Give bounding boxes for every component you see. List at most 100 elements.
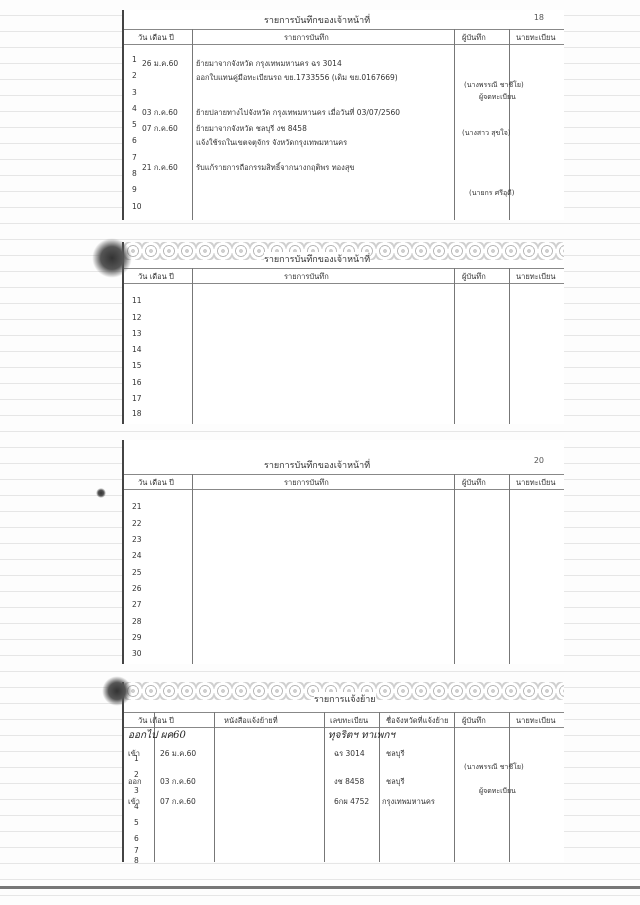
header-registrar: นายทะเบียน xyxy=(516,478,556,487)
header-record: รายการบันทึก xyxy=(284,478,329,487)
transfer-type: เข้า xyxy=(128,797,140,806)
row-number: 11 xyxy=(132,296,142,305)
entry-date: 26 ม.ค.60 xyxy=(142,59,179,68)
signature-name: (นางสาว สุขใจ) xyxy=(462,129,511,137)
column-divider xyxy=(509,712,510,862)
entry-text: ย้ายมาจากจังหวัด ชลบุรี งช 8458 xyxy=(196,124,307,133)
row-number: 23 xyxy=(132,535,142,544)
entry-text: รับแก้รายการถือกรรมสิทธิ์จากนางกฤติพร ทอ… xyxy=(196,163,355,172)
row-number: 16 xyxy=(132,378,142,387)
row-number: 6 xyxy=(132,136,137,145)
row-number: 9 xyxy=(132,185,137,194)
ink-smudge xyxy=(96,488,106,498)
table-header: วัน เดือน ปี รายการบันทึก ผู้บันทึก นายท… xyxy=(124,268,564,284)
header-registrar: นายทะเบียน xyxy=(516,716,556,725)
header-date: วัน เดือน ปี xyxy=(138,478,174,487)
header-record: รายการบันทึก xyxy=(284,272,329,281)
watermark-band xyxy=(124,242,564,260)
row-number: 12 xyxy=(132,313,142,322)
row-number: 28 xyxy=(132,617,142,626)
header-date: วัน เดือน ปี xyxy=(138,272,174,281)
header-recorder: ผู้บันทึก xyxy=(462,478,486,487)
ink-smudge xyxy=(102,676,132,706)
column-divider xyxy=(509,268,510,424)
transfer-type: ออก xyxy=(128,777,142,786)
transfer-plate: งช 8458 xyxy=(334,777,365,786)
signature-name: (นายกร ศรีอุดี) xyxy=(469,189,515,197)
row-number: 17 xyxy=(132,394,142,403)
header-recorder: ผู้บันทึก xyxy=(462,33,486,42)
column-divider xyxy=(454,474,455,664)
table-header: วัน เดือน ปี รายการบันทึก ผู้บันทึก นายท… xyxy=(124,29,564,45)
handwritten-note: ทุจริตฯ ทาเพกฯ xyxy=(328,730,395,741)
transfer-type: เข้า xyxy=(128,749,140,758)
row-number: 18 xyxy=(132,409,142,418)
row-number: 10 xyxy=(132,202,142,211)
header-recorder: ผู้บันทึก xyxy=(462,716,486,725)
signature-role: ผู้จดทะเบียน xyxy=(479,93,516,101)
column-divider xyxy=(509,29,510,220)
row-number: 8 xyxy=(132,169,137,178)
header-transfer-letter: หนังสือแจ้งย้ายที่ xyxy=(224,716,278,725)
column-divider xyxy=(192,268,193,424)
transfer-records-section: รายการแจ้งย้าย วัน เดือน ปี หนังสือแจ้งย… xyxy=(122,682,564,865)
row-number: 4 xyxy=(132,104,137,113)
row-number: 7 xyxy=(134,846,139,855)
page-number: 18 xyxy=(533,13,544,22)
entry-date: 03 ก.ค.60 xyxy=(142,108,178,117)
header-date: วัน เดือน ปี xyxy=(138,33,174,42)
officer-records-section-3: รายการบันทึกของเจ้าหน้าที่ 20 วัน เดือน … xyxy=(122,440,564,664)
page-bottom-rule xyxy=(0,886,640,889)
signature-role: ผู้จดทะเบียน xyxy=(479,787,516,795)
row-number: 6 xyxy=(134,834,139,843)
row-number: 4 xyxy=(134,802,139,811)
table-header: วัน เดือน ปี รายการบันทึก ผู้บันทึก นายท… xyxy=(124,474,564,490)
row-number: 22 xyxy=(132,519,142,528)
header-registrar: นายทะเบียน xyxy=(516,33,556,42)
watermark-band xyxy=(124,682,564,700)
row-number: 21 xyxy=(132,502,142,511)
row-number: 1 xyxy=(134,754,139,763)
section-title: รายการบันทึกของเจ้าหน้าที่ xyxy=(264,252,371,266)
entry-text: ออกใบแทนคู่มือทะเบียนรถ ขย.1733556 (เดิม… xyxy=(196,73,398,82)
column-divider xyxy=(192,29,193,220)
row-number: 25 xyxy=(132,568,142,577)
officer-records-section-2: รายการบันทึกของเจ้าหน้าที่ วัน เดือน ปี … xyxy=(122,242,564,424)
column-divider xyxy=(509,474,510,664)
row-number: 26 xyxy=(132,584,142,593)
entry-text: ย้ายมาจากจังหวัด กรุงเทพมหานคร ฉร 3014 xyxy=(196,59,342,68)
column-divider xyxy=(454,29,455,220)
column-divider xyxy=(324,712,325,862)
header-registrar: นายทะเบียน xyxy=(516,272,556,281)
row-number: 30 xyxy=(132,649,142,658)
handwritten-note: ออกไป ผค60 xyxy=(128,730,186,741)
transfer-date: 07 ก.ค.60 xyxy=(160,797,196,806)
transfer-date: 26 ม.ค.60 xyxy=(160,749,197,758)
signature-name: (นางพรรณี ชาชีโย) xyxy=(464,81,524,89)
row-number: 5 xyxy=(134,818,139,827)
row-number: 2 xyxy=(134,770,139,779)
transfer-province: ชลบุรี xyxy=(386,749,405,758)
row-number: 8 xyxy=(134,856,139,865)
row-number: 5 xyxy=(132,120,137,129)
row-number: 29 xyxy=(132,633,142,642)
row-number: 15 xyxy=(132,361,142,370)
entry-date: 21 ก.ค.60 xyxy=(142,163,178,172)
transfer-province: กรุงเทพมหานคร xyxy=(382,797,435,806)
section-title: รายการแจ้งย้าย xyxy=(314,692,376,706)
row-number: 24 xyxy=(132,551,142,560)
column-divider xyxy=(154,712,155,862)
ink-smudge xyxy=(92,238,132,278)
row-number: 27 xyxy=(132,600,142,609)
row-number: 13 xyxy=(132,329,142,338)
entry-date: 07 ก.ค.60 xyxy=(142,124,178,133)
column-divider xyxy=(454,268,455,424)
header-province: ชื่อจังหวัดที่แจ้งย้าย xyxy=(386,716,449,725)
column-divider xyxy=(214,712,215,862)
section-title: รายการบันทึกของเจ้าหน้าที่ xyxy=(264,16,371,26)
column-divider xyxy=(454,712,455,862)
header-date: วัน เดือน ปี xyxy=(138,716,174,725)
transfer-province: ชลบุรี xyxy=(386,777,405,786)
row-number: 7 xyxy=(132,153,137,162)
column-divider xyxy=(192,474,193,664)
